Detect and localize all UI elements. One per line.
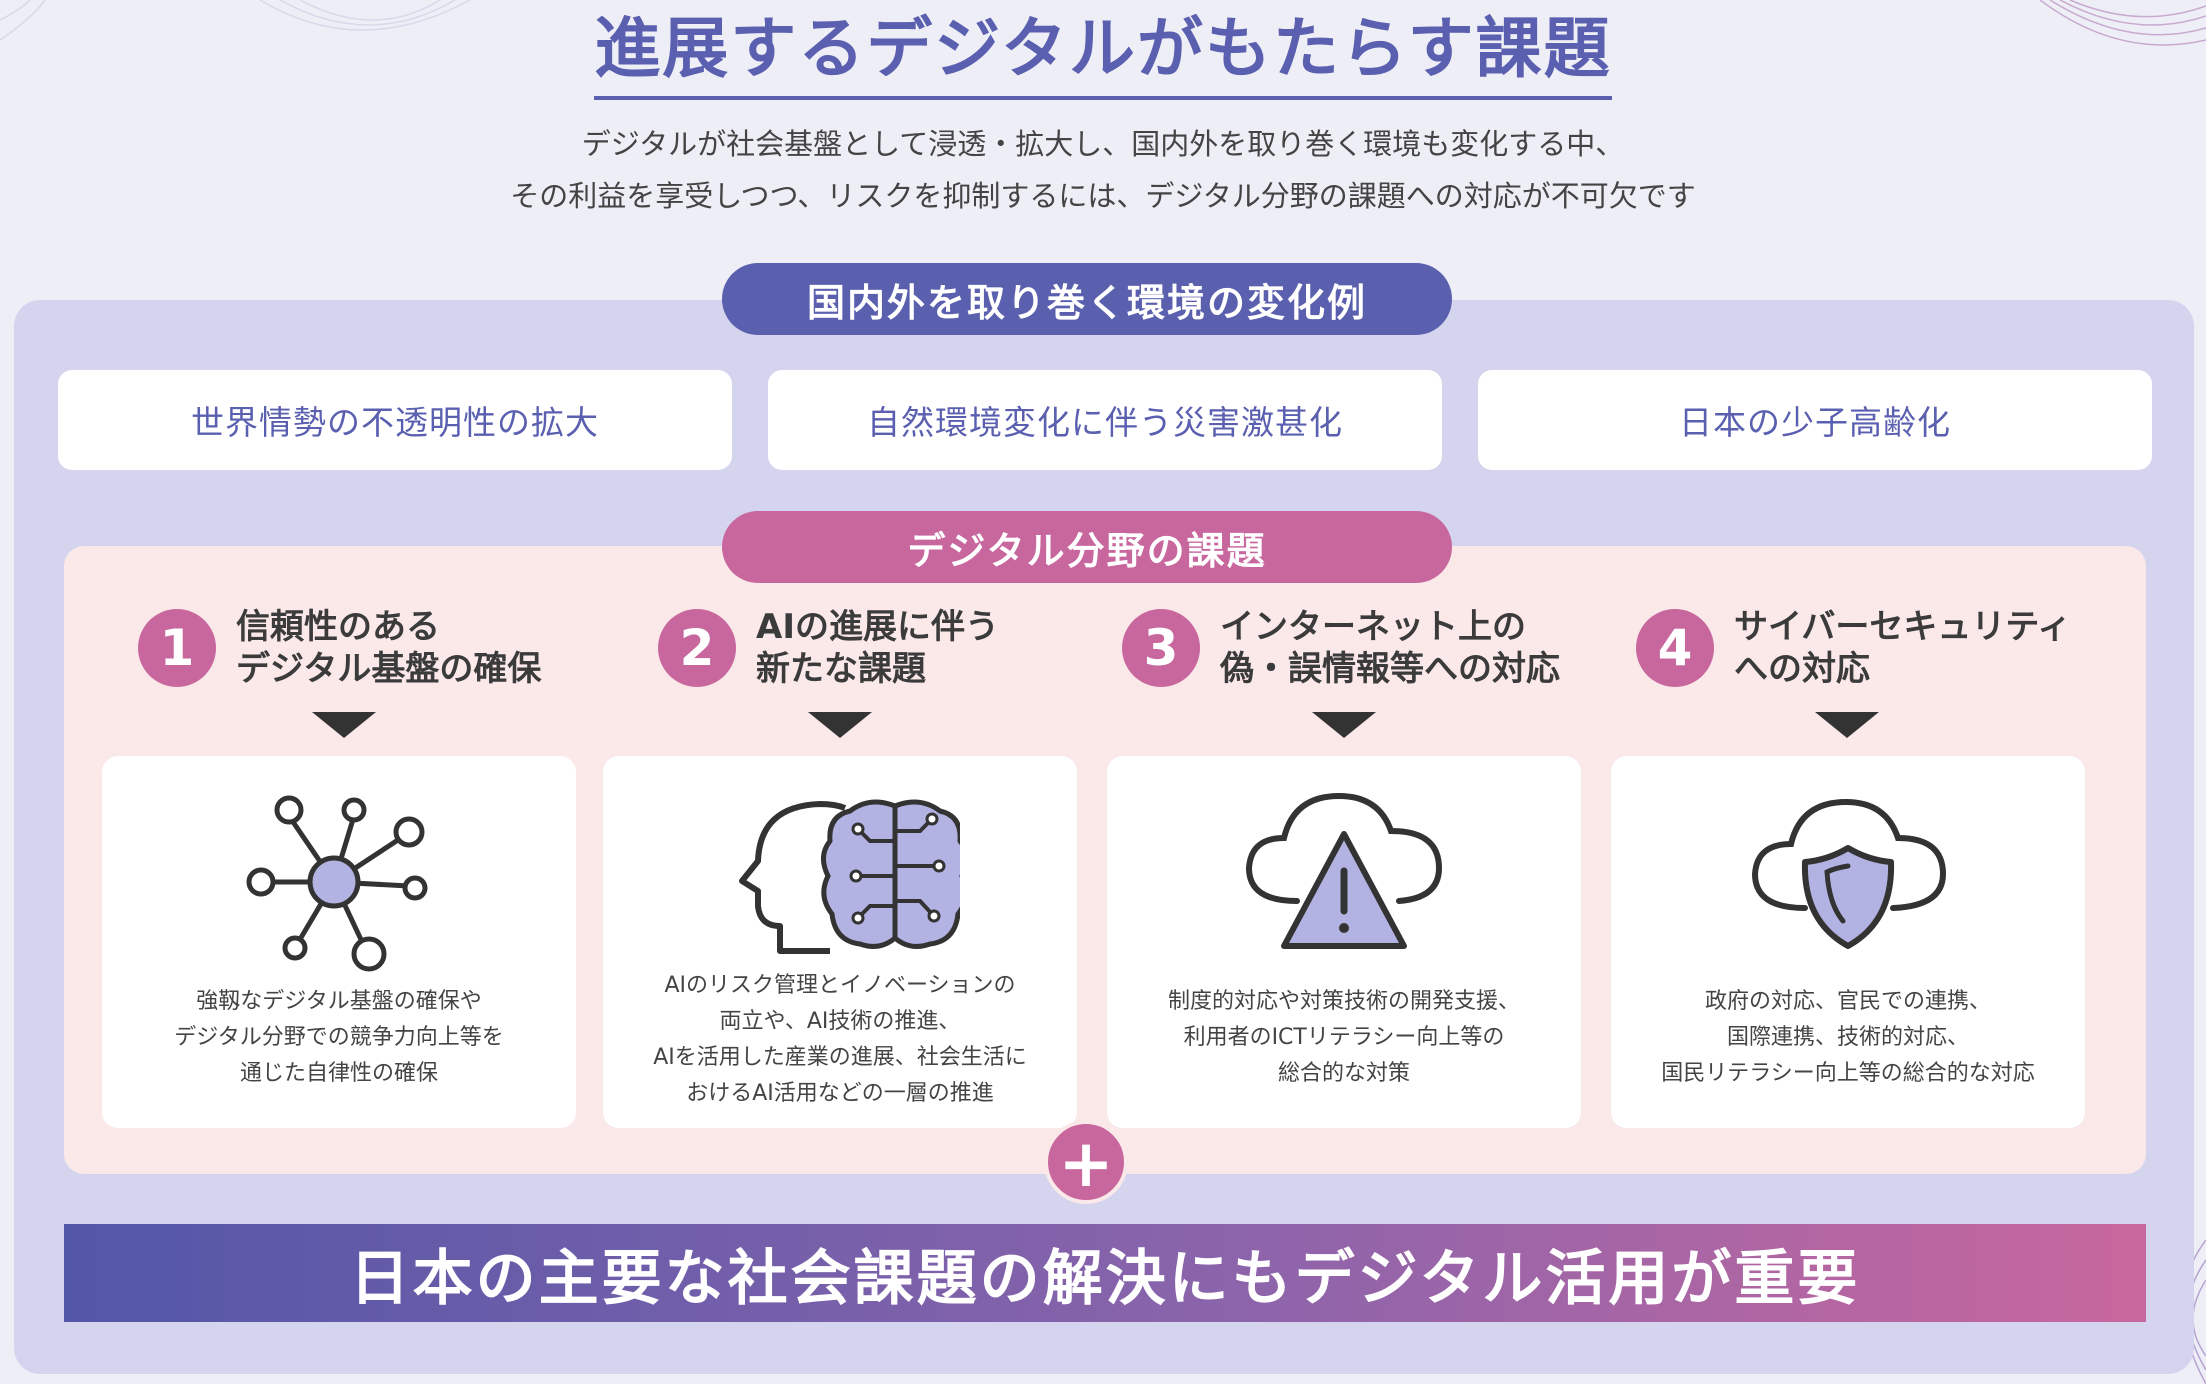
cloud-shield-icon — [1751, 798, 1947, 949]
conclusion-banner: 日本の主要な社会課題の解決にもデジタル活用が重要 — [64, 1224, 2146, 1322]
issue-title-3: インターネット上の 偽・誤情報等への対応 — [1220, 606, 1560, 690]
issue-card-4: 政府の対応、官民での連携、 国際連携、技術的対応、 国民リテラシー向上等の総合的… — [1611, 756, 2085, 1128]
issue-number-2: 2 — [658, 609, 736, 687]
issue-desc-3-line-1: 制度的対応や対策技術の開発支援、 — [1167, 989, 1520, 1014]
network-hub-icon — [246, 795, 428, 972]
issue-number-1: 1 — [138, 609, 216, 687]
page-title: 進展するデジタルがもたらす課題 — [594, 8, 1612, 100]
issue-header-2: 2 AIの進展に伴う 新たな課題 — [658, 606, 999, 690]
environment-item-2: 自然環境変化に伴う災害激甚化 — [768, 370, 1442, 470]
issue-title-4: サイバーセキュリティ への対応 — [1734, 606, 2071, 690]
issues-heading-pill: デジタル分野の課題 — [722, 511, 1452, 583]
down-arrow-icon — [1815, 712, 1879, 738]
cloud-warning-icon — [1245, 792, 1443, 949]
issue-header-1: 1 信頼性のある デジタル基盤の確保 — [138, 606, 541, 690]
issue-title-3-line-2: 偽・誤情報等への対応 — [1220, 649, 1560, 689]
issue-desc-3-line-2: 利用者のICTリテラシー向上等の — [1183, 1025, 1505, 1050]
environment-item-3: 日本の少子高齢化 — [1478, 370, 2152, 470]
issue-desc-4-line-2: 国際連携、技術的対応、 — [1726, 1025, 1969, 1050]
issue-title-2-line-2: 新たな課題 — [756, 649, 926, 689]
issue-title-1: 信頼性のある デジタル基盤の確保 — [236, 606, 541, 690]
issue-header-4: 4 サイバーセキュリティ への対応 — [1636, 606, 2071, 690]
subtitle-line-2: その利益を享受しつつ、リスクを抑制するには、デジタル分野の課題への対応が不可欠で… — [510, 179, 1696, 213]
issue-number-3: 3 — [1122, 609, 1200, 687]
issue-title-4-line-1: サイバーセキュリティ — [1734, 607, 2072, 647]
issue-card-2: AIのリスク管理とイノベーションの 両立や、AI技術の推進、 AIを活用した産業… — [603, 756, 1077, 1128]
plus-icon: + — [1044, 1120, 1128, 1204]
issue-title-1-line-2: デジタル基盤の確保 — [236, 649, 542, 689]
environment-heading-pill: 国内外を取り巻く環境の変化例 — [722, 263, 1452, 335]
ai-brain-icon — [739, 799, 960, 954]
issue-card-3: 制度的対応や対策技術の開発支援、 利用者のICTリテラシー向上等の 総合的な対策 — [1107, 756, 1581, 1128]
issue-desc-4: 政府の対応、官民での連携、 国際連携、技術的対応、 国民リテラシー向上等の総合的… — [1621, 984, 2075, 1092]
issue-header-3: 3 インターネット上の 偽・誤情報等への対応 — [1122, 606, 1560, 690]
issue-card-1: 強靱なデジタル基盤の確保や デジタル分野での競争力向上等を 通じた自律性の確保 — [102, 756, 576, 1128]
issue-desc-4-line-1: 政府の対応、官民での連携、 — [1704, 989, 1991, 1014]
issue-desc-3-line-3: 総合的な対策 — [1277, 1061, 1410, 1086]
issue-title-1-line-1: 信頼性のある — [236, 607, 440, 647]
issue-title-2: AIの進展に伴う 新たな課題 — [756, 606, 999, 690]
issue-desc-4-line-3: 国民リテラシー向上等の総合的な対応 — [1661, 1061, 2035, 1086]
environment-item-1: 世界情勢の不透明性の拡大 — [58, 370, 732, 470]
issue-desc-3: 制度的対応や対策技術の開発支援、 利用者のICTリテラシー向上等の 総合的な対策 — [1117, 984, 1571, 1092]
issue-desc-2-line-1: AIのリスク管理とイノベーションの — [664, 973, 1016, 998]
down-arrow-icon — [1312, 712, 1376, 738]
issue-title-3-line-1: インターネット上の — [1220, 607, 1526, 647]
issue-number-4: 4 — [1636, 609, 1714, 687]
issue-desc-1: 強靱なデジタル基盤の確保や デジタル分野での競争力向上等を 通じた自律性の確保 — [112, 984, 566, 1092]
issue-desc-1-line-2: デジタル分野での競争力向上等を — [174, 1025, 504, 1050]
issue-title-4-line-2: への対応 — [1734, 649, 1870, 689]
subtitle-line-1: デジタルが社会基盤として浸透・拡大し、国内外を取り巻く環境も変化する中、 — [581, 127, 1625, 161]
page-title-wrapper: 進展するデジタルがもたらす課題 — [0, 8, 2206, 100]
down-arrow-icon — [312, 712, 376, 738]
issue-desc-2-line-3: AIを活用した産業の進展、社会生活に — [653, 1045, 1027, 1070]
issue-title-2-line-1: AIの進展に伴う — [756, 607, 999, 647]
issue-desc-2-line-2: 両立や、AI技術の推進、 — [719, 1009, 961, 1034]
issue-desc-2: AIのリスク管理とイノベーションの 両立や、AI技術の推進、 AIを活用した産業… — [613, 968, 1067, 1112]
issue-desc-1-line-1: 強靱なデジタル基盤の確保や — [196, 989, 482, 1014]
issue-desc-1-line-3: 通じた自律性の確保 — [239, 1061, 438, 1086]
page-subtitle: デジタルが社会基盤として浸透・拡大し、国内外を取り巻く環境も変化する中、 その利… — [0, 118, 2206, 222]
down-arrow-icon — [808, 712, 872, 738]
issue-desc-2-line-4: おけるAI活用などの一層の推進 — [686, 1081, 994, 1106]
